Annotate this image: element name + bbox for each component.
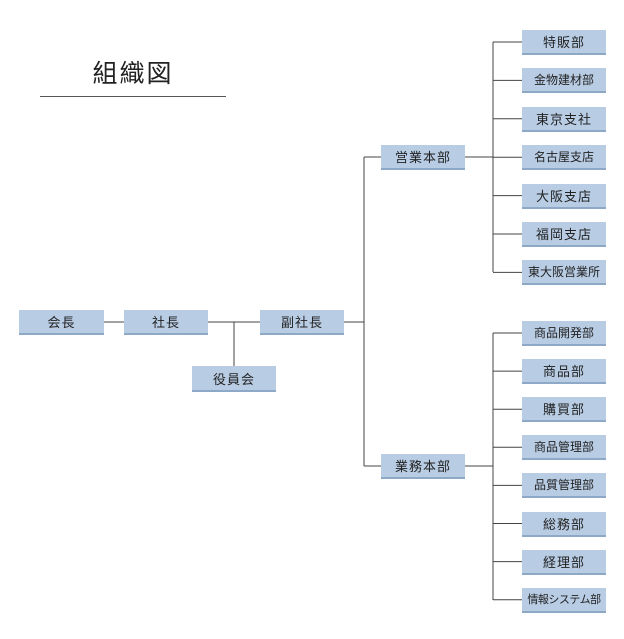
node-business-hq: 業務本部	[381, 454, 465, 479]
node-vice-president: 副社長	[260, 310, 344, 335]
department-box: 品質管理部	[522, 473, 606, 499]
chart-title: 組織図	[92, 59, 174, 88]
department-box: 福岡支店	[522, 222, 606, 247]
department-box: 金物建材部	[522, 68, 606, 94]
node-officers: 役員会	[192, 366, 276, 392]
department-box: 特販部	[522, 30, 606, 55]
node-sales-hq: 営業本部	[381, 145, 465, 170]
department-box: 大阪支店	[522, 183, 606, 209]
department-box: 商品部	[522, 359, 606, 385]
title-underline	[40, 96, 226, 97]
department-box: 商品開発部	[522, 321, 606, 346]
department-box: 東京支社	[522, 106, 606, 132]
department-box: 購買部	[522, 397, 606, 423]
department-box: 経理部	[522, 549, 606, 575]
department-box: 東大阪営業所	[522, 260, 606, 286]
department-box: 商品管理部	[522, 435, 606, 461]
department-box: 情報システム部	[522, 587, 606, 613]
department-box: 名古屋支店	[522, 145, 606, 171]
department-box: 総務部	[522, 511, 606, 537]
node-chairman: 会長	[19, 310, 104, 335]
node-president: 社長	[124, 310, 208, 335]
